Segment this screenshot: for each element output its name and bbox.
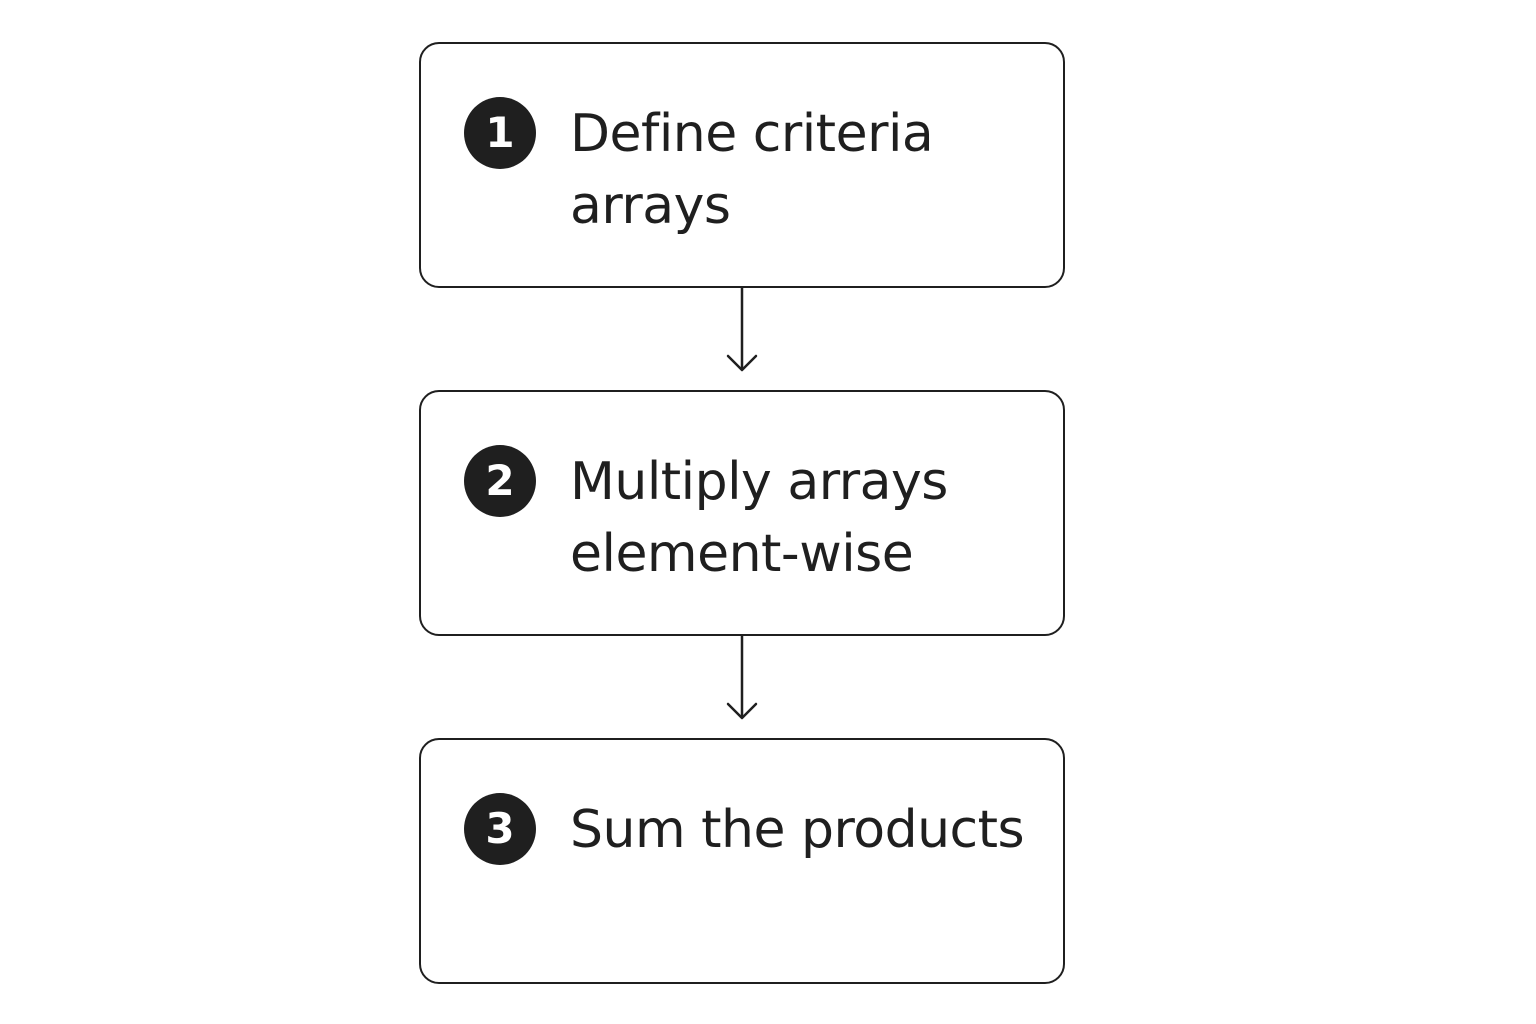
step-number-badge: 1 — [464, 97, 536, 169]
step-box-1: 1 Define criteria arrays — [419, 42, 1065, 288]
arrow-down-icon — [726, 288, 758, 372]
step-label: Multiply arrays element-wise — [570, 452, 948, 584]
step-number-badge: 3 — [464, 793, 536, 865]
step-box-2: 2 Multiply arrays element-wise — [419, 390, 1065, 636]
step-number-badge: 2 — [464, 445, 536, 517]
step-label: Define criteria arrays — [570, 104, 934, 236]
step-label: Sum the products — [570, 800, 1025, 860]
arrow-down-icon — [726, 636, 758, 720]
step-box-3: 3 Sum the products — [419, 738, 1065, 984]
